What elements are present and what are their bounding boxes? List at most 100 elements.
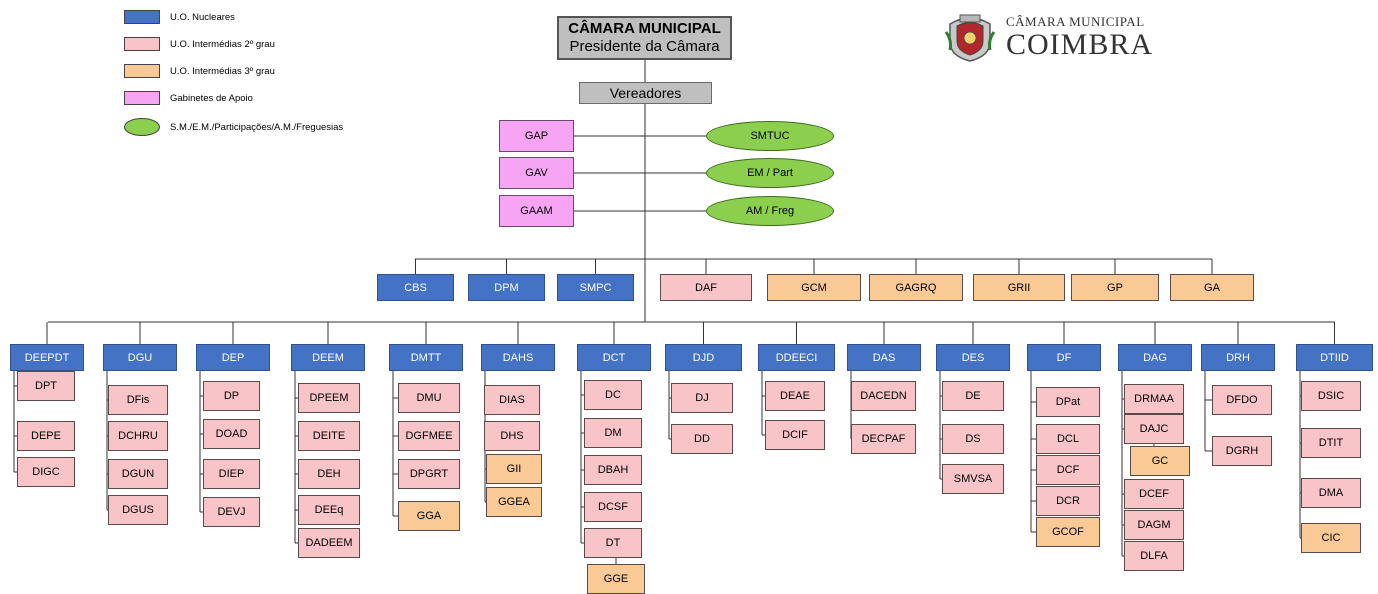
- subunit-dcf[interactable]: DCF: [1036, 455, 1100, 485]
- dept-dct[interactable]: DCT: [577, 344, 651, 371]
- subunit-dtit[interactable]: DTIT: [1301, 428, 1361, 458]
- subunit-drmaa[interactable]: DRMAA: [1124, 384, 1184, 414]
- gabinete-gaam[interactable]: GAAM: [499, 195, 574, 227]
- subunit-ggea[interactable]: GGEA: [486, 487, 542, 517]
- subunit-dcsf[interactable]: DCSF: [584, 492, 642, 522]
- subunit-dpeem[interactable]: DPEEM: [298, 383, 360, 413]
- subunit-dd[interactable]: DD: [671, 424, 733, 454]
- subunit-dfis[interactable]: DFis: [108, 385, 168, 415]
- subunit-gcof[interactable]: GCOF: [1036, 517, 1100, 547]
- subunit-dj[interactable]: DJ: [671, 383, 733, 413]
- subunit-dpat[interactable]: DPat: [1036, 387, 1100, 417]
- subunit-dajc[interactable]: DAJC: [1124, 414, 1184, 444]
- gabinete-gap[interactable]: GAP: [499, 120, 574, 152]
- subunit-dgfmee[interactable]: DGFMEE: [398, 421, 460, 451]
- dept-das[interactable]: DAS: [847, 344, 921, 371]
- top-node-camara[interactable]: CÂMARA MUNICIPAL Presidente da Câmara: [557, 16, 732, 60]
- subunit-depe[interactable]: DEPE: [17, 421, 75, 451]
- dept-des[interactable]: DES: [936, 344, 1010, 371]
- subunit-digc[interactable]: DIGC: [17, 457, 75, 487]
- logo-line2: COIMBRA: [1006, 28, 1154, 61]
- top-node-line1: CÂMARA MUNICIPAL: [568, 20, 721, 37]
- subunit-dm[interactable]: DM: [584, 418, 642, 448]
- subunit-dsic[interactable]: DSIC: [1301, 381, 1361, 411]
- subunit-dhs[interactable]: DHS: [484, 421, 540, 451]
- subunit-dgrh[interactable]: DGRH: [1212, 436, 1272, 466]
- subunit-gge[interactable]: GGE: [587, 564, 645, 594]
- subunit-dc[interactable]: DC: [584, 380, 642, 410]
- dept-deem[interactable]: DEEM: [291, 344, 365, 371]
- subunit-dcif[interactable]: DCIF: [765, 420, 825, 450]
- subunit-de[interactable]: DE: [942, 381, 1004, 411]
- subunit-deite[interactable]: DEITE: [298, 421, 360, 451]
- subunit-dbah[interactable]: DBAH: [584, 455, 642, 485]
- unit-dpm[interactable]: DPM: [468, 274, 545, 301]
- subunit-dcr[interactable]: DCR: [1036, 486, 1100, 516]
- subunit-cic[interactable]: CIC: [1301, 523, 1361, 553]
- subunit-deae[interactable]: DEAE: [765, 381, 825, 411]
- subunit-dt[interactable]: DT: [584, 528, 642, 558]
- subunit-deh[interactable]: DEH: [298, 459, 360, 489]
- subunit-dpt[interactable]: DPT: [17, 371, 75, 401]
- legend-swatch: [124, 118, 160, 136]
- subunit-dfdo[interactable]: DFDO: [1212, 385, 1272, 415]
- entity-em-part[interactable]: EM / Part: [706, 158, 834, 188]
- subunit-dma[interactable]: DMA: [1301, 478, 1361, 508]
- legend-item-ell: S.M./E.M./Participações/A.M./Freguesias: [124, 118, 343, 136]
- dept-drh[interactable]: DRH: [1201, 344, 1275, 371]
- vereadores-node[interactable]: Vereadores: [579, 82, 712, 104]
- subunit-dagm[interactable]: DAGM: [1124, 510, 1184, 540]
- subunit-dadeem[interactable]: DADEEM: [298, 528, 360, 558]
- unit-daf[interactable]: DAF: [660, 274, 752, 301]
- dept-dep[interactable]: DEP: [196, 344, 270, 371]
- subunit-dlfa[interactable]: DLFA: [1124, 541, 1184, 571]
- dept-djd[interactable]: DJD: [665, 344, 742, 371]
- entity-smtuc[interactable]: SMTUC: [706, 121, 834, 151]
- subunit-diep[interactable]: DIEP: [203, 459, 260, 489]
- unit-cbs[interactable]: CBS: [377, 274, 454, 301]
- subunit-gga[interactable]: GGA: [398, 501, 460, 531]
- coat-of-arms-icon: [944, 14, 996, 62]
- subunit-dcl[interactable]: DCL: [1036, 424, 1100, 454]
- legend-item-nuc: U.O. Nucleares: [124, 10, 235, 24]
- legend-label: U.O. Intermédias 2º grau: [170, 38, 275, 50]
- gabinete-gav[interactable]: GAV: [499, 157, 574, 189]
- subunit-dp[interactable]: DP: [203, 381, 260, 411]
- unit-smpc[interactable]: SMPC: [557, 274, 634, 301]
- subunit-dcef[interactable]: DCEF: [1124, 479, 1184, 509]
- dept-dgu[interactable]: DGU: [103, 344, 177, 371]
- dept-df[interactable]: DF: [1027, 344, 1101, 371]
- subunit-dias[interactable]: DIAS: [484, 385, 540, 415]
- subunit-dgun[interactable]: DGUN: [108, 459, 168, 489]
- unit-grii[interactable]: GRII: [973, 274, 1065, 301]
- logo: CÂMARA MUNICIPAL COIMBRA: [944, 12, 1153, 62]
- subunit-gii[interactable]: GII: [486, 454, 542, 484]
- subunit-dpgrt[interactable]: DPGRT: [398, 459, 460, 489]
- subunit-decpaf[interactable]: DECPAF: [851, 424, 916, 454]
- subunit-gc[interactable]: GC: [1130, 446, 1190, 476]
- dept-deepdt[interactable]: DEEPDT: [10, 344, 84, 371]
- legend-swatch: [124, 10, 160, 24]
- dept-dahs[interactable]: DAHS: [481, 344, 555, 371]
- legend-label: U.O. Nucleares: [170, 11, 235, 23]
- unit-gcm[interactable]: GCM: [767, 274, 861, 301]
- subunit-doad[interactable]: DOAD: [203, 419, 260, 449]
- subunit-dacedn[interactable]: DACEDN: [851, 381, 916, 411]
- subunit-deeq[interactable]: DEEq: [298, 495, 360, 525]
- subunit-smvsa[interactable]: SMVSA: [942, 464, 1004, 494]
- subunit-dgus[interactable]: DGUS: [108, 495, 168, 525]
- unit-gagrq[interactable]: GAGRQ: [869, 274, 963, 301]
- legend-swatch: [124, 64, 160, 78]
- unit-gp[interactable]: GP: [1071, 274, 1159, 301]
- subunit-dmu[interactable]: DMU: [398, 383, 460, 413]
- entity-am-freg[interactable]: AM / Freg: [706, 196, 834, 226]
- unit-ga[interactable]: GA: [1170, 274, 1254, 301]
- legend-item-int3: U.O. Intermédias 3º grau: [124, 64, 275, 78]
- subunit-devj[interactable]: DEVJ: [203, 497, 260, 527]
- dept-dtiid[interactable]: DTIID: [1296, 344, 1373, 371]
- dept-dmtt[interactable]: DMTT: [389, 344, 463, 371]
- dept-ddeeci[interactable]: DDEECI: [758, 344, 835, 371]
- subunit-ds[interactable]: DS: [942, 424, 1004, 454]
- subunit-dchru[interactable]: DCHRU: [108, 421, 168, 451]
- dept-dag[interactable]: DAG: [1118, 344, 1192, 371]
